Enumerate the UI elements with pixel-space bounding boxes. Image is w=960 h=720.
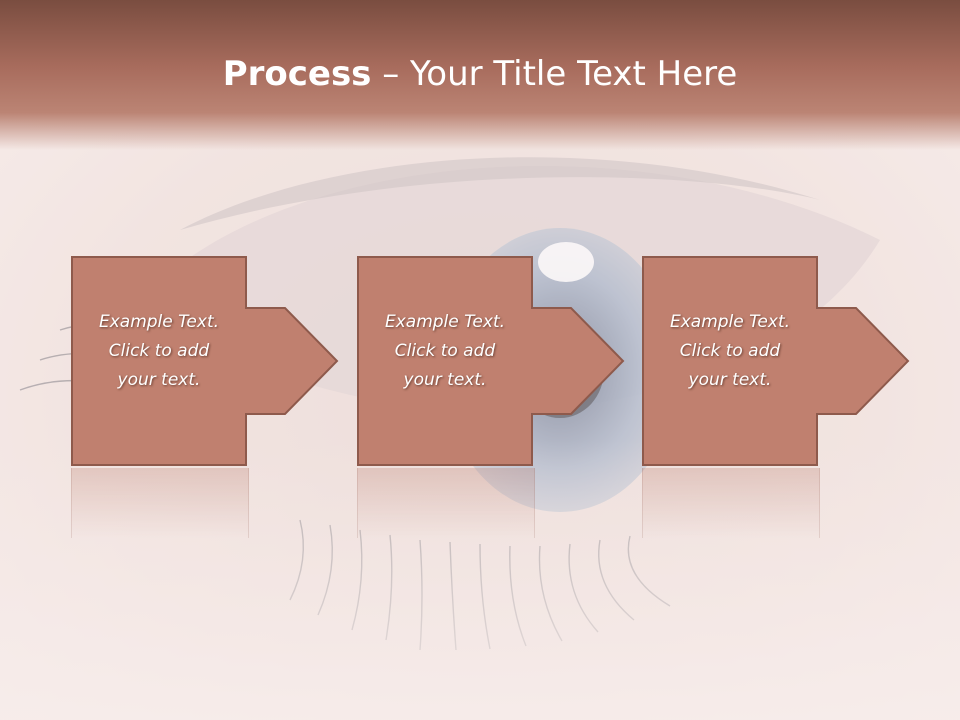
arrow-box-shape <box>642 256 910 466</box>
step-text[interactable]: Example Text. Click to add your text. <box>669 312 791 390</box>
arrow-box-shape <box>71 256 339 466</box>
step-reflection <box>71 468 249 538</box>
step-reflection <box>642 468 820 538</box>
process-step-3[interactable]: Example Text. Click to add your text. <box>642 256 910 538</box>
slide-title[interactable]: Process – Your Title Text Here <box>0 52 960 96</box>
process-step-1[interactable]: Example Text. Click to add your text. <box>71 256 339 538</box>
slide-title-bold: Process <box>222 54 372 94</box>
slide-title-rest: – Your Title Text Here <box>371 54 738 94</box>
step-reflection <box>357 468 535 538</box>
step-text[interactable]: Example Text. Click to add your text. <box>384 312 506 390</box>
process-step-2[interactable]: Example Text. Click to add your text. <box>357 256 625 538</box>
step-text[interactable]: Example Text. Click to add your text. <box>98 312 220 390</box>
arrow-box-shape <box>357 256 625 466</box>
title-band <box>0 0 960 150</box>
